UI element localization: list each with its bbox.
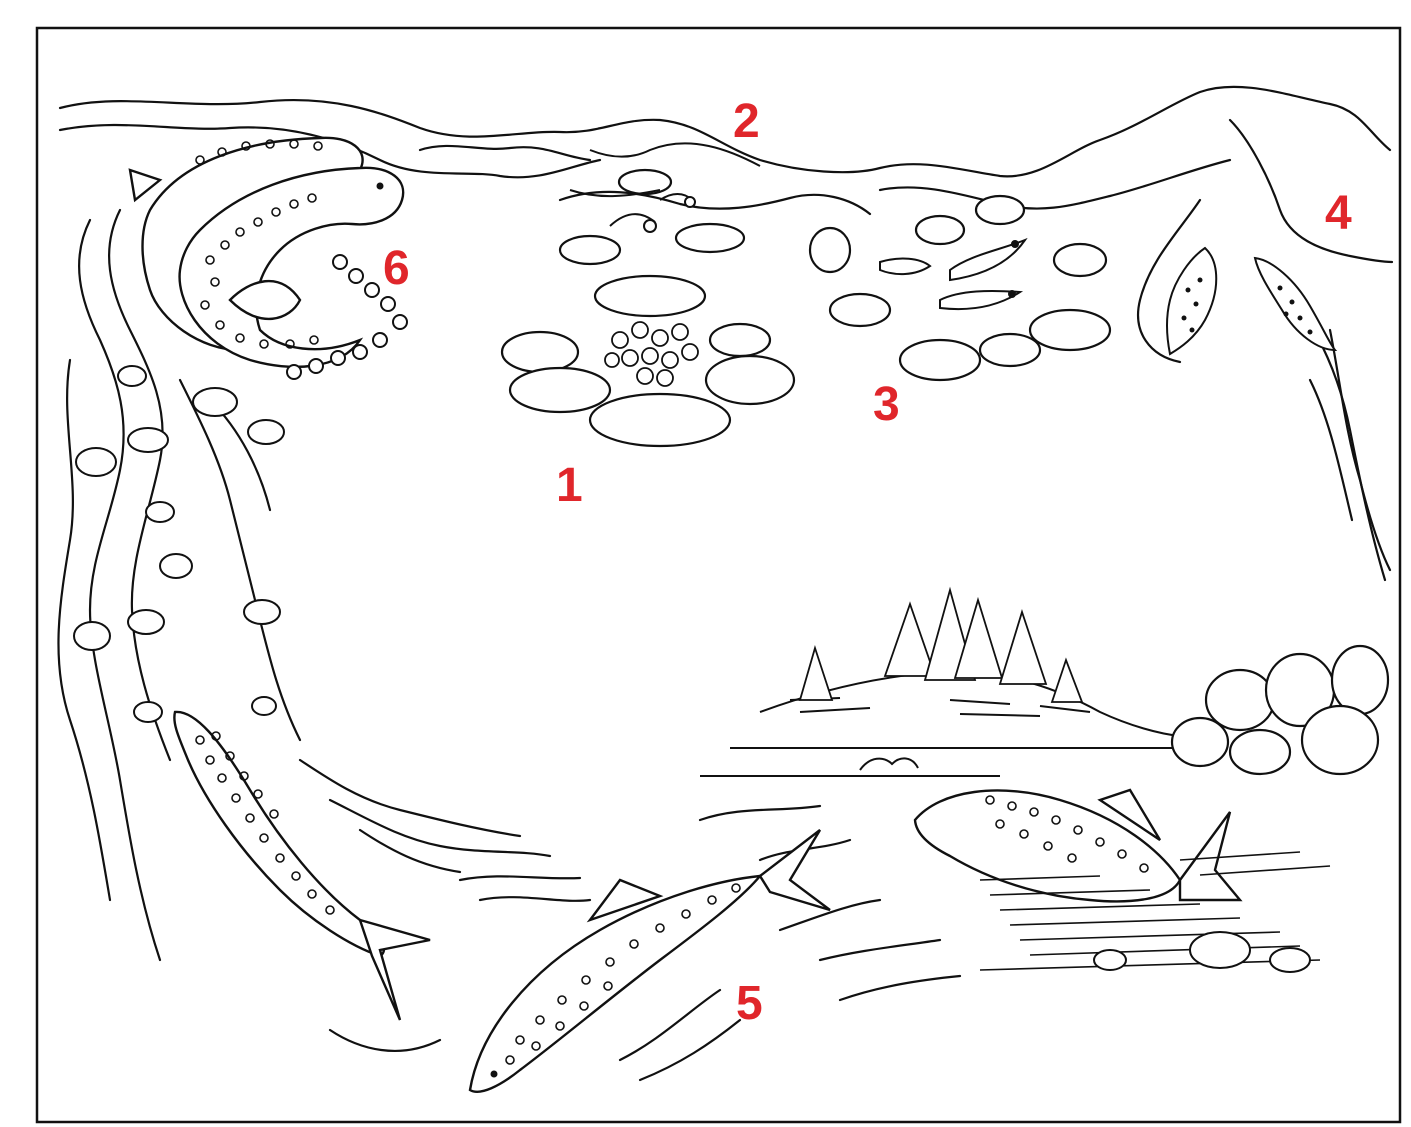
spawning-fish: [130, 138, 403, 367]
stage-label-6: 6: [383, 245, 410, 293]
spawning-eye: [377, 183, 384, 190]
fry-stones: [810, 196, 1110, 380]
bird: [860, 758, 918, 770]
fry-fish: [880, 240, 1025, 309]
egg-nest-stones: [502, 170, 794, 446]
adult-fish: [470, 830, 830, 1092]
adult-fish-eye: [491, 1071, 498, 1078]
stage-label-2: 2: [733, 98, 760, 146]
hill: [700, 672, 1180, 776]
shore-boulders: [1172, 646, 1388, 774]
parr-fish: [1167, 248, 1335, 354]
stage-label-5: 5: [736, 980, 763, 1028]
stage-label-4: 4: [1325, 190, 1352, 238]
stage-label-1: 1: [556, 462, 583, 510]
eggs: [605, 322, 698, 386]
returning-fish: [915, 790, 1240, 901]
stage-label-3: 3: [873, 381, 900, 429]
